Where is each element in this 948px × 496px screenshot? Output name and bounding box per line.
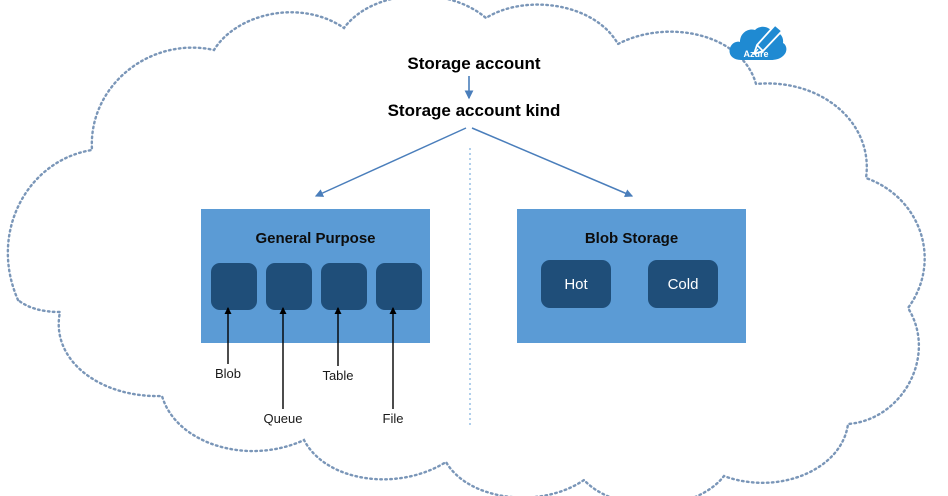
service-tile-blob[interactable]	[211, 263, 257, 310]
storage-account-kind-title: Storage account kind	[387, 101, 561, 120]
service-tile-table[interactable]	[321, 263, 367, 310]
azure-logo: Azure	[729, 24, 787, 61]
service-tile-queue[interactable]	[266, 263, 312, 310]
azure-pencil-icon	[753, 24, 783, 55]
general-purpose-label: General Purpose	[255, 230, 376, 247]
page-title: Storage account	[407, 54, 541, 73]
tier-tile-cold[interactable]: Cold	[648, 260, 718, 308]
arrow-kind-to-general-purpose	[314, 127, 467, 197]
tier-tile-hot[interactable]: Hot	[541, 260, 611, 308]
general-purpose-box[interactable]: General Purpose	[201, 209, 430, 343]
service-tile-file[interactable]	[376, 263, 422, 310]
leader-label-table: Table	[322, 368, 354, 383]
arrow-kind-to-blob-storage	[471, 127, 634, 198]
leader-label-file: File	[382, 411, 404, 426]
leader-label-queue: Queue	[263, 411, 303, 426]
leader-label-blob: Blob	[214, 366, 242, 381]
blob-storage-label: Blob Storage	[584, 230, 679, 247]
cloud-outline-path	[6, 0, 926, 496]
blob-storage-box[interactable]: Blob Storage Hot Cold	[517, 209, 746, 343]
azure-logo-text: Azure	[743, 49, 768, 59]
